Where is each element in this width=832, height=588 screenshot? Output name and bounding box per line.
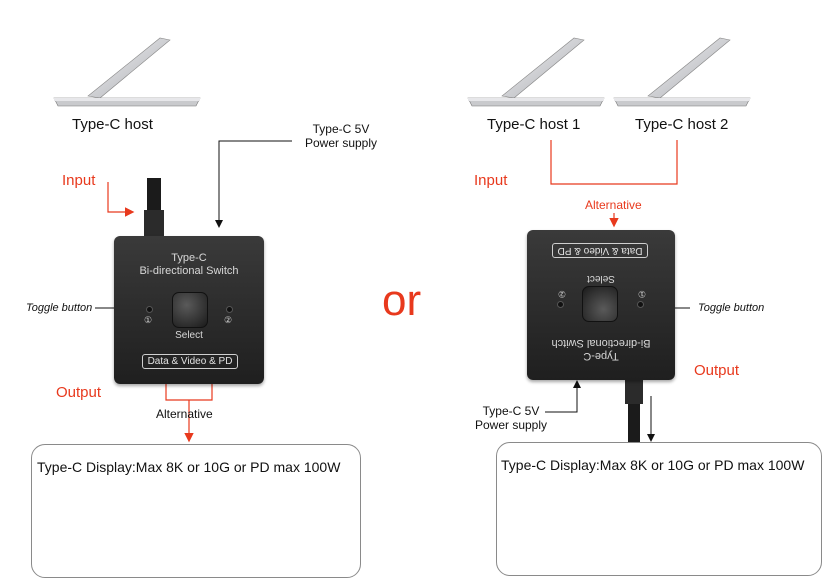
power-supply-label: Type-C 5V Power supply: [474, 404, 548, 432]
toggle-button-label: Toggle button: [698, 302, 765, 314]
alternative-label: Alternative: [156, 407, 213, 421]
port2-led: [557, 301, 564, 308]
power-supply-label: Type-C 5V Power supply: [304, 122, 378, 150]
switch-title-line1: Type-C: [583, 350, 619, 362]
display-title: Type-C Display:Max 8K or 10G or PD max 1…: [501, 457, 805, 473]
host1-label: Type-C host 1: [487, 116, 581, 133]
alternative-label: Alternative: [585, 198, 642, 212]
input-label: Input: [62, 172, 96, 189]
port2-number: ②: [224, 315, 233, 325]
switch-device: Type-C Bi-directional Switch ① ② Select …: [527, 230, 675, 380]
select-label: Select: [587, 273, 615, 284]
feature-tag: Data & Video & PD: [552, 243, 648, 258]
laptop-icon: [53, 37, 201, 107]
output-label: Output: [694, 362, 740, 379]
switch-title-line2: Bi-directional Switch: [139, 265, 239, 277]
laptop-icon: [613, 37, 751, 107]
display-panel: Type-C Display:Max 8K or 10G or PD max 1…: [31, 444, 361, 578]
laptop-icon: [467, 37, 605, 107]
feature-tag: Data & Video & PD: [142, 354, 238, 369]
select-label: Select: [175, 330, 203, 341]
port1-number: ①: [637, 289, 646, 299]
display-title: Type-C Display:Max 8K or 10G or PD max 1…: [37, 459, 341, 475]
port1-led: [637, 301, 644, 308]
toggle-button[interactable]: [582, 286, 618, 322]
host2-label: Type-C host 2: [635, 116, 729, 133]
output-label: Output: [56, 384, 102, 401]
switch-device: Type-C Bi-directional Switch ① ② Select …: [114, 236, 264, 384]
host-label: Type-C host: [72, 116, 153, 133]
switch-title-line2: Bi-directional Switch: [551, 337, 651, 349]
switch-title-line1: Type-C: [171, 252, 207, 264]
input-label: Input: [474, 172, 508, 189]
port1-number: ①: [144, 315, 153, 325]
port1-led: [146, 306, 153, 313]
display-panel: Type-C Display:Max 8K or 10G or PD max 1…: [496, 442, 822, 576]
port2-number: ②: [557, 289, 566, 299]
or-label: or: [382, 276, 422, 325]
toggle-button-label: Toggle button: [26, 302, 93, 314]
toggle-button[interactable]: [172, 292, 208, 328]
port2-led: [226, 306, 233, 313]
